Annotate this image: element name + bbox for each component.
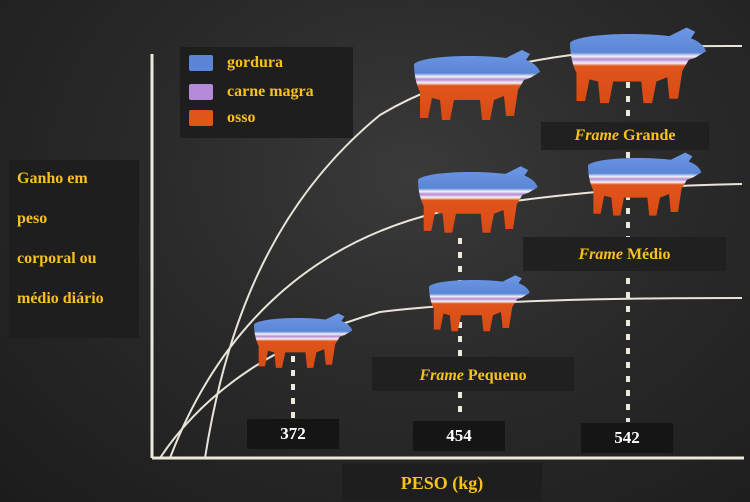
weight-label-medium: 454 — [413, 421, 505, 451]
weight-label-large: 542 — [581, 423, 673, 453]
legend-label: osso — [227, 109, 255, 127]
legend-item: gordura — [189, 52, 283, 74]
legend-swatch-fat — [189, 55, 213, 71]
weight-label-small: 372 — [247, 419, 339, 449]
cow-icon — [588, 153, 701, 216]
cow-icon — [429, 275, 530, 331]
y-axis-label: Ganho em peso corporal ou médio diário — [9, 160, 139, 338]
legend-item: osso — [189, 107, 255, 129]
y-axis-label-line: Ganho em — [17, 170, 139, 210]
legend-item: carne magra — [189, 81, 314, 103]
cow-icon — [414, 50, 540, 120]
legend-swatch-bone — [189, 110, 213, 126]
legend-label: carne magra — [227, 83, 314, 101]
y-axis-label-line: peso — [17, 210, 139, 250]
legend-swatch-lean — [189, 84, 213, 100]
frame-large-label: Frame Grande — [541, 122, 709, 150]
x-axis-label: PESO (kg) — [342, 463, 542, 501]
legend: gordura carne magra osso — [180, 47, 353, 138]
y-axis-label-line: corporal ou — [17, 250, 139, 290]
cow-icon — [254, 313, 352, 368]
cow-icon — [570, 28, 706, 104]
frame-small-label: Frame Pequeno — [372, 357, 574, 391]
y-axis-label-line: médio diário — [17, 290, 139, 330]
legend-label: gordura — [227, 54, 283, 72]
frame-medium-label: Frame Médio — [523, 237, 726, 271]
